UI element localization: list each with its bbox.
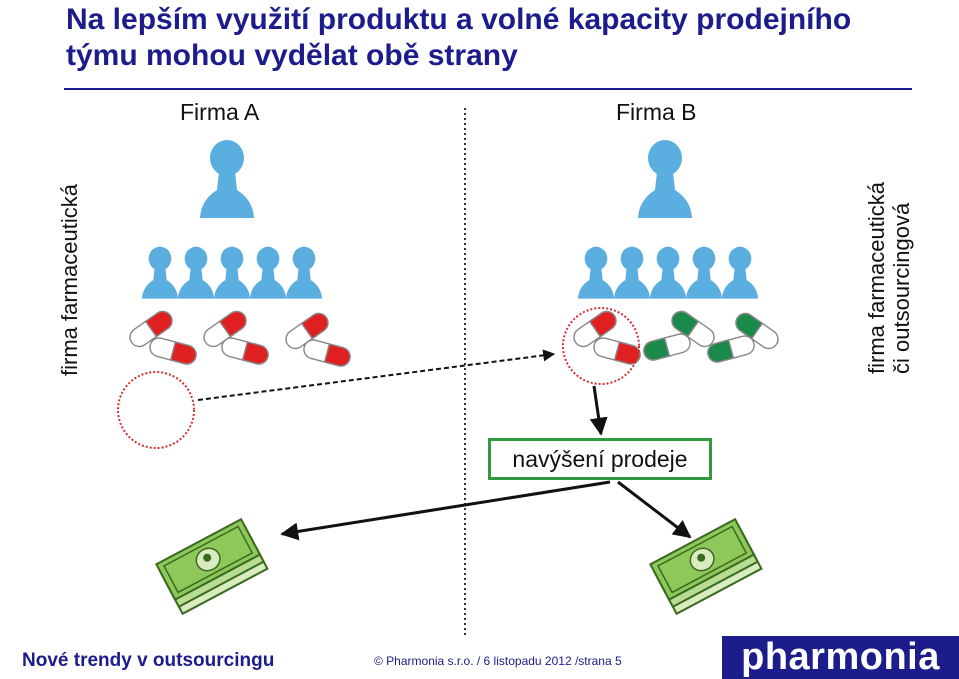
money-icon-firm-b <box>650 519 761 614</box>
sales-increase-arrow <box>594 386 601 434</box>
person-icon-b-3 <box>650 247 686 299</box>
person-icon-a-4 <box>250 247 286 299</box>
sales-increase-box: navýšení prodeje <box>488 438 712 480</box>
pill-icon-b-green-1 <box>642 308 718 362</box>
money-icon-firm-a <box>156 519 267 614</box>
pill-icon-b-green-2 <box>706 310 782 364</box>
footer-copyright: © Pharmonia s.r.o. / 6 listopadu 2012 /s… <box>374 654 622 668</box>
person-icon-a-5 <box>286 247 322 299</box>
person-icon-a-1 <box>142 247 178 299</box>
person-icon-b-1 <box>578 247 614 299</box>
pill-icon-b-transferred <box>570 308 642 366</box>
footer-title: Nové trendy v outsourcingu <box>22 650 274 672</box>
pill-icon-a-1 <box>126 308 198 366</box>
person-icon-a-2 <box>178 247 214 299</box>
empty-slot-circle <box>118 372 194 448</box>
person-icon-a-manager <box>200 140 254 218</box>
pill-icon-a-3 <box>282 310 352 368</box>
pill-icon-a-2 <box>200 308 270 366</box>
pharmonia-logo: pharmonia <box>722 636 959 679</box>
person-icon-b-4 <box>686 247 722 299</box>
person-icon-b-5 <box>722 247 758 299</box>
revenue-arrow-firm-a <box>282 482 610 534</box>
person-icon-b-2 <box>614 247 650 299</box>
person-icon-a-3 <box>214 247 250 299</box>
person-icon-b-manager <box>638 140 692 218</box>
revenue-arrow-firm-b <box>618 482 690 537</box>
